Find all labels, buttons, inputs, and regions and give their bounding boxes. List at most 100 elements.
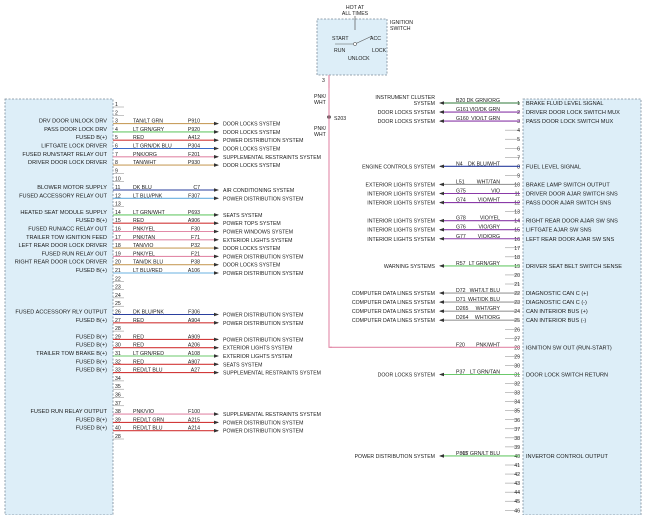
left-row: 28 xyxy=(113,326,124,332)
left-row-color: LT GRN/WHT xyxy=(133,210,166,216)
left-row-label: FUSED B(+) xyxy=(76,426,107,432)
left-row-pin: 37 xyxy=(115,401,121,407)
right-row-pin: 24 xyxy=(514,309,520,315)
right-row-pin: 11 xyxy=(515,192,520,198)
ignition-title-line2: SWITCH xyxy=(390,26,411,32)
left-row-pin: 21 xyxy=(115,268,121,274)
left-row-dest: SUPPLEMENTAL RESTRAINTS SYSTEM xyxy=(223,155,321,161)
right-row-color: VIO/LT GRN xyxy=(471,116,500,122)
left-row: 28 xyxy=(113,434,124,440)
ignition-wire-color-1: PNK/ xyxy=(314,94,327,100)
right-row-pin: 9 xyxy=(517,173,520,179)
left-row-pin: 11 xyxy=(115,185,120,191)
right-row: 32 xyxy=(505,382,520,388)
right-row-pin: 30 xyxy=(514,363,520,369)
left-row-label: RIGHT REAR DOOR LOCK DRIVER xyxy=(15,260,107,266)
left-row-label: FUSED RUN/START RELAY OUT xyxy=(22,152,107,158)
right-row-pin: 15 xyxy=(514,228,520,234)
right-row-pin: 19 xyxy=(514,264,520,270)
right-row-arrow xyxy=(439,372,444,377)
left-row-circuit: F71 xyxy=(191,235,200,241)
right-row-label: INVERTOR CONTROL OUTPUT xyxy=(526,454,609,460)
left-row-circuit: A412 xyxy=(188,135,200,141)
right-row-color: PNK/WHT xyxy=(476,342,501,348)
right-row-pin: 14 xyxy=(514,219,520,225)
left-row-label: FUSED B(+) xyxy=(76,343,107,349)
left-row-arrow xyxy=(214,345,219,350)
left-row-arrow xyxy=(214,362,219,367)
right-row: 9 xyxy=(505,173,520,179)
ignition-pos-unlock: UNLOCK xyxy=(348,56,370,62)
left-module-box xyxy=(4,98,114,515)
left-row-color: RED xyxy=(133,318,144,324)
right-row: 4 xyxy=(505,128,520,134)
left-row-label: FUSED RUN RELAY OUT xyxy=(42,251,108,257)
right-row-arrow xyxy=(439,218,444,223)
left-row-label: HEATED SEAT MODULE SUPPLY xyxy=(20,210,107,216)
right-row-src: DOOR LOCKS SYSTEM xyxy=(378,373,435,379)
left-row-label: FUSED B(+) xyxy=(76,135,107,141)
left-row-arrow xyxy=(214,238,219,242)
left-row-dest: POWER DISTRIBUTION SYSTEM xyxy=(223,271,303,277)
right-row-pin: 44 xyxy=(514,490,520,496)
left-row: 9 xyxy=(113,168,124,174)
right-row-circuit: D265 xyxy=(456,306,469,312)
right-row-color: VIO/ORG xyxy=(478,234,500,240)
right-row-arrow xyxy=(439,300,444,304)
right-row: 20 xyxy=(505,273,520,279)
left-row-color: PNK/ORG xyxy=(133,152,157,158)
left-row-arrow xyxy=(214,213,219,217)
right-row-color: VIO/WHT xyxy=(478,198,501,204)
left-row: 13 xyxy=(113,202,124,208)
left-row-dest: DOOR LOCKS SYSTEM xyxy=(223,147,280,153)
right-row-label: DOOR LOCK SWITCH RETURN xyxy=(526,373,608,379)
right-row-src: POWER DISTRIBUTION SYSTEM xyxy=(355,454,435,460)
right-row-arrow xyxy=(439,191,444,196)
left-row-dest: POWER WINDOWS SYSTEM xyxy=(223,230,293,236)
left-row-label: FUSED B(+) xyxy=(76,268,107,274)
left-row-pin: 17 xyxy=(115,235,121,241)
left-row-label: FUSED B(+) xyxy=(76,417,107,423)
right-row-color: VIO/YEL xyxy=(480,216,500,222)
left-row-dest: SUPPLEMENTAL RESTRAINTS SYSTEM xyxy=(223,412,321,418)
left-row-color: LT BLU/RED xyxy=(133,268,163,274)
feed-wires xyxy=(328,88,332,348)
left-row-label: FUSED B(+) xyxy=(76,318,107,324)
right-row-pin: 2 xyxy=(517,110,520,116)
right-row-circuit: D72 xyxy=(456,288,466,294)
right-row-circuit: G78 xyxy=(456,216,466,222)
right-row-pin: 35 xyxy=(514,409,520,415)
right-row: 5 xyxy=(505,137,520,143)
right-row: 13 xyxy=(505,210,520,216)
right-row-color: WHT/LT BLU xyxy=(470,288,501,294)
left-row-color: LT GRN/GRY xyxy=(133,127,165,133)
left-row-pin: 14 xyxy=(115,210,121,216)
left-row-label: FUSED ACCESSORY RLY OUTPUT xyxy=(15,310,107,316)
left-row-pin: 31 xyxy=(115,351,121,357)
left-row-dest: POWER TOPS SYSTEM xyxy=(223,221,281,227)
right-row-pin: 21 xyxy=(514,282,520,288)
left-row-circuit: P38 xyxy=(191,260,200,266)
right-row-label: BRAKE FLUID LEVEL SIGNAL xyxy=(526,101,604,107)
left-row: 1 xyxy=(113,102,124,108)
left-row-pin: 39 xyxy=(115,417,121,423)
right-row-circuit: G76 xyxy=(456,225,466,231)
left-row-color: RED xyxy=(133,334,144,340)
right-row-circuit: D71 xyxy=(456,297,466,303)
left-row-pin: 35 xyxy=(115,384,121,390)
right-row: 30 xyxy=(505,363,520,369)
left-row-circuit: A108 xyxy=(188,351,200,357)
